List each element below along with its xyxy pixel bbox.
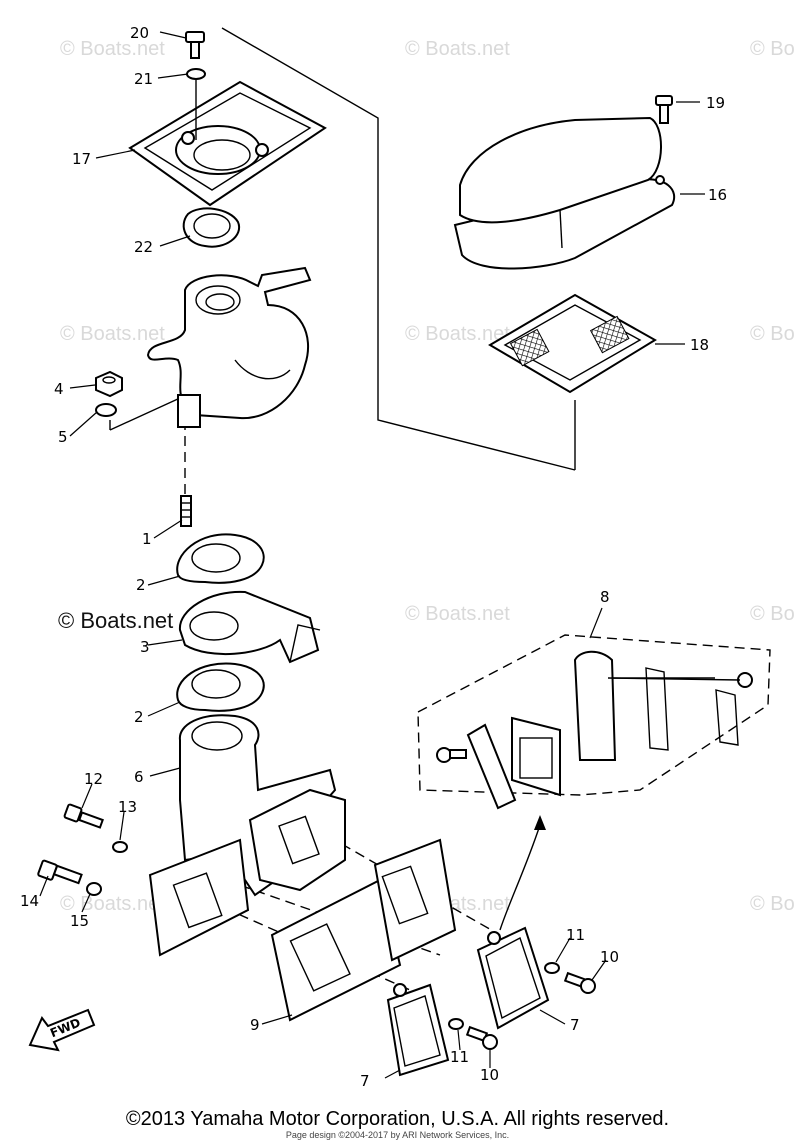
stud-1[interactable] xyxy=(180,495,192,527)
watermark: © Boats.net xyxy=(750,38,795,60)
copyright-footer: ©2013 Yamaha Motor Corporation, U.S.A. A… xyxy=(125,1108,670,1130)
carburetor-body[interactable] xyxy=(146,266,312,428)
callout-6: 6 xyxy=(134,768,144,786)
bolt-14[interactable] xyxy=(37,859,83,885)
callout-19: 19 xyxy=(706,94,725,112)
bolt-20[interactable] xyxy=(185,31,205,59)
intake-manifold-6[interactable] xyxy=(148,714,346,957)
gasket-2-lower[interactable] xyxy=(176,662,265,712)
callout-20: 20 xyxy=(130,24,149,42)
watermark: © Boats.net xyxy=(750,323,795,345)
callout-2-upper: 2 xyxy=(136,576,146,594)
washer-11-upper[interactable] xyxy=(544,962,560,974)
gasket-9[interactable] xyxy=(270,838,457,1022)
page-design-credit: Page design ©2004-2017 by ARI Network Se… xyxy=(285,1130,510,1140)
callout-labels: 20 21 17 22 4 5 19 16 18 1 2 3 2 6 12 13… xyxy=(20,24,727,1090)
callout-8: 8 xyxy=(600,588,610,606)
washer-5[interactable] xyxy=(95,403,117,417)
washer-13[interactable] xyxy=(112,841,128,853)
washer-21[interactable] xyxy=(186,68,206,80)
callout-17: 17 xyxy=(72,150,91,168)
reed-valve-7-lower[interactable] xyxy=(386,983,450,1077)
callout-16: 16 xyxy=(708,186,727,204)
fwd-arrow-icon: FWD xyxy=(28,1008,96,1052)
cover-plate-17[interactable] xyxy=(128,80,327,207)
bracket-3[interactable] xyxy=(178,590,321,664)
bolt-12[interactable] xyxy=(63,803,104,829)
callout-1: 1 xyxy=(142,530,152,548)
callout-15: 15 xyxy=(70,912,89,930)
leader-lines xyxy=(39,31,705,1079)
screw-10-lower[interactable] xyxy=(465,1025,498,1050)
callout-5: 5 xyxy=(58,428,68,446)
washer-11-lower[interactable] xyxy=(448,1018,464,1030)
watermark: © Boats.net xyxy=(60,323,165,345)
watermark: © Boats.net xyxy=(60,893,165,915)
callout-3: 3 xyxy=(140,638,150,656)
callout-18: 18 xyxy=(690,336,709,354)
callout-2-lower: 2 xyxy=(134,708,144,726)
watermark: © Boats.net xyxy=(750,893,795,915)
explode-arrow xyxy=(499,815,546,931)
washer-15[interactable] xyxy=(86,882,102,896)
watermarks: © Boats.net © Boats.net © Boats.net © Bo… xyxy=(60,38,795,915)
reed-valve-7-upper[interactable] xyxy=(476,926,550,1030)
gasket-22[interactable] xyxy=(182,207,241,248)
callout-10-upper: 10 xyxy=(600,948,619,966)
watermark: © Boats.net xyxy=(405,603,510,625)
watermark-dark: © Boats.net xyxy=(58,608,173,633)
reed-valve-assembly-8[interactable] xyxy=(417,634,771,810)
callout-9: 9 xyxy=(250,1016,260,1034)
callout-11-upper: 11 xyxy=(566,926,585,944)
filter-element-18[interactable] xyxy=(488,293,657,394)
callout-4: 4 xyxy=(54,380,64,398)
callout-21: 21 xyxy=(134,70,153,88)
callout-7-upper: 7 xyxy=(570,1016,580,1034)
callout-22: 22 xyxy=(134,238,153,256)
nut-4[interactable] xyxy=(95,370,123,398)
watermark: © Boats.net xyxy=(750,603,795,625)
silencer-cover-16[interactable] xyxy=(453,116,675,270)
callout-14: 14 xyxy=(20,892,39,910)
screw-19[interactable] xyxy=(655,95,673,124)
callout-10-lower: 10 xyxy=(480,1066,499,1084)
screw-10-upper[interactable] xyxy=(563,971,596,994)
callout-12: 12 xyxy=(84,770,103,788)
watermark: © Boats.net xyxy=(405,38,510,60)
callout-13: 13 xyxy=(118,798,137,816)
gasket-2-upper[interactable] xyxy=(176,533,265,584)
callout-7-lower: 7 xyxy=(360,1072,370,1090)
watermark: © Boats.net xyxy=(405,323,510,345)
watermark: © Boats.net xyxy=(60,38,165,60)
callout-11-lower: 11 xyxy=(450,1048,469,1066)
